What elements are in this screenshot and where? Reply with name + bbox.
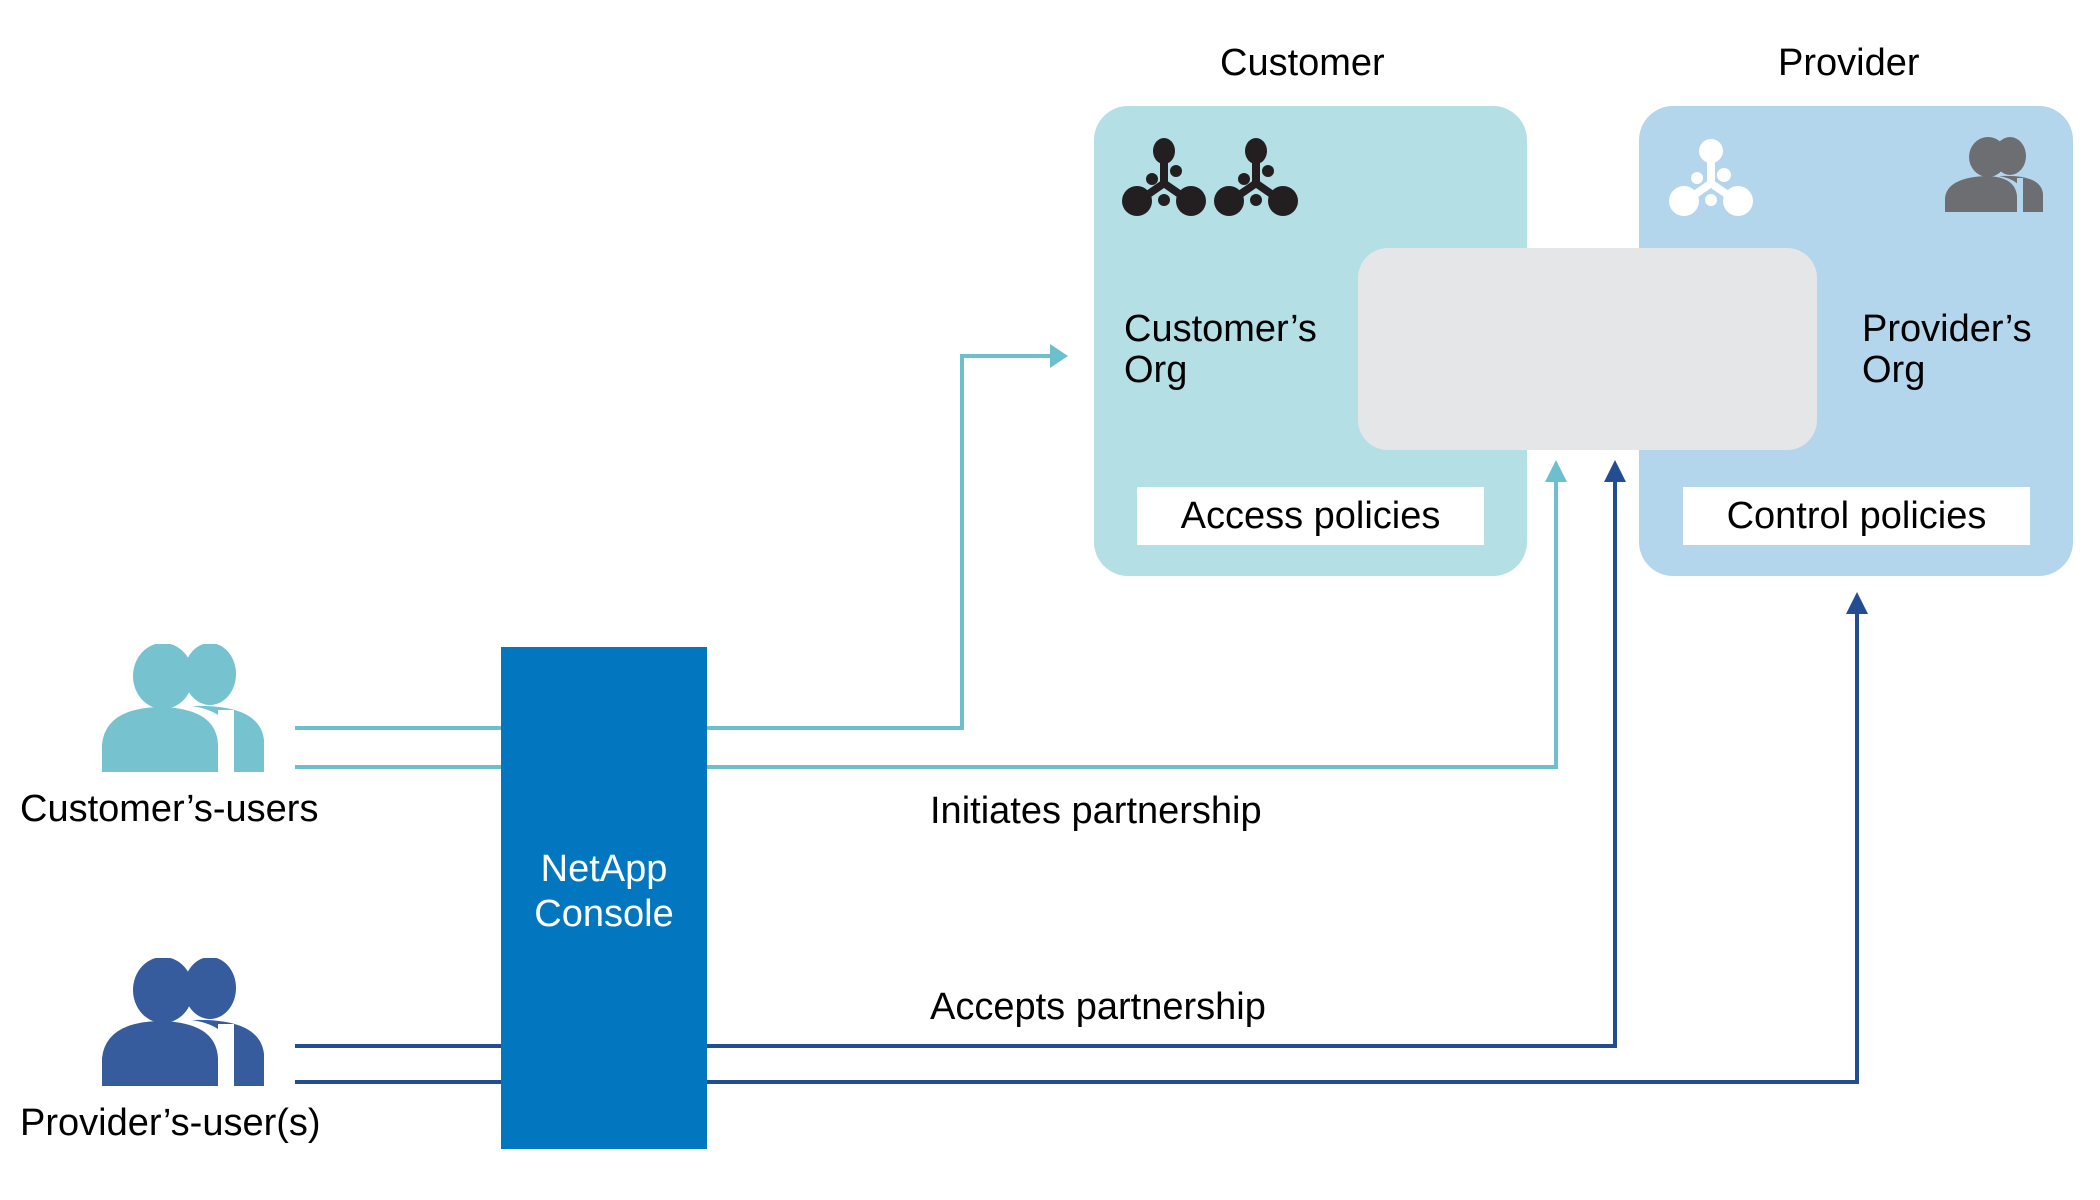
customer-users-icon: [102, 644, 264, 772]
arrowhead: [1604, 460, 1626, 482]
provider-group-title: Provider: [1778, 42, 1920, 84]
initiates-connector: [295, 482, 1558, 769]
arrowhead: [1050, 344, 1068, 368]
initiates-partnership-label: Initiates partnership: [930, 790, 1262, 832]
customer-org-label: Customer’s Org: [1124, 308, 1317, 391]
netapp-console-label: NetApp Console: [534, 848, 674, 935]
customer-group-title: Customer: [1220, 42, 1385, 84]
provider-to-org-connector: [295, 612, 1859, 1084]
arrowhead: [1846, 592, 1868, 614]
cluster-icon: [1214, 138, 1298, 216]
cluster-icon: [1122, 138, 1206, 216]
provider-users-icon: [102, 958, 264, 1086]
netapp-console: NetApp Console: [501, 647, 707, 1149]
partnership-shared-area: [1358, 248, 1817, 450]
cluster-icon: [1669, 139, 1753, 216]
provider-users-label: Provider’s-user(s): [20, 1102, 321, 1144]
accepts-connector: [295, 480, 1617, 1048]
customer-users-label: Customer’s-users: [20, 788, 319, 830]
control-policies-label: Control policies: [1683, 487, 2030, 545]
accepts-partnership-label: Accepts partnership: [930, 986, 1266, 1028]
arrowhead: [1545, 460, 1567, 482]
provider-org-label: Provider’s Org: [1862, 308, 2032, 391]
access-policies-label: Access policies: [1137, 487, 1484, 545]
users-icon: [1945, 137, 2043, 212]
